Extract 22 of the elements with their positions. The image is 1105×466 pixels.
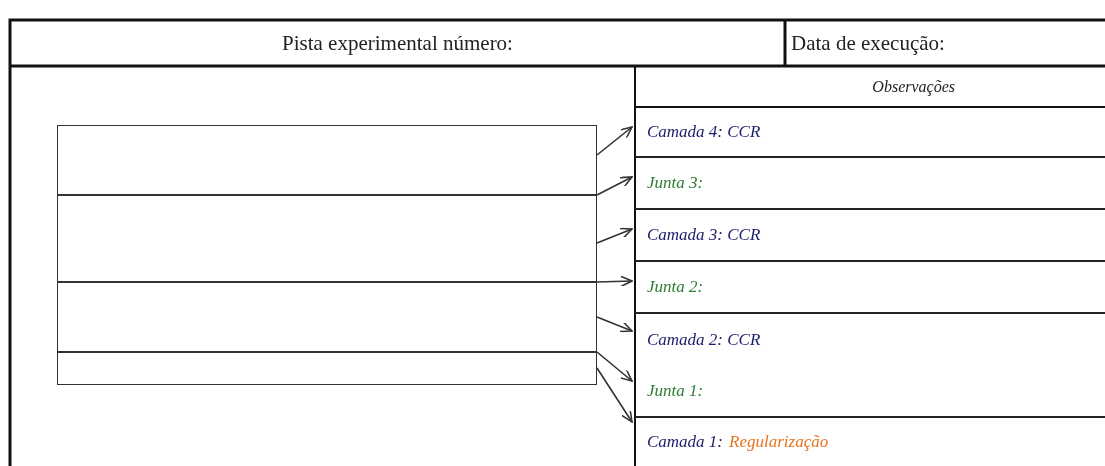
layer-rectangle [57,195,597,282]
arrow [596,176,633,196]
arrow [596,126,633,156]
layer-rectangle [57,352,597,385]
arrow [596,351,633,382]
form-field-label: Data de execução: [790,30,945,56]
row-label: Camada 3: CCR [647,225,761,245]
row-label: Junta 3: [647,173,704,193]
arrow [596,275,633,288]
layer-rectangle [57,125,597,195]
arrow [596,316,633,333]
layer-type-text: Regularização [729,432,829,452]
form-field-label: Pista experimental número: [282,30,513,56]
row-label: Junta 2: [647,277,704,297]
row-label: Camada 1: [647,432,724,452]
column-heading: Observações [872,77,956,96]
layer-rectangle [57,282,597,352]
arrow [596,367,633,423]
row-label: Camada 4: CCR [647,121,761,142]
row-label: Junta 1: [647,381,704,401]
arrow [596,227,633,244]
row-label: Camada 2: CCR [647,330,761,350]
